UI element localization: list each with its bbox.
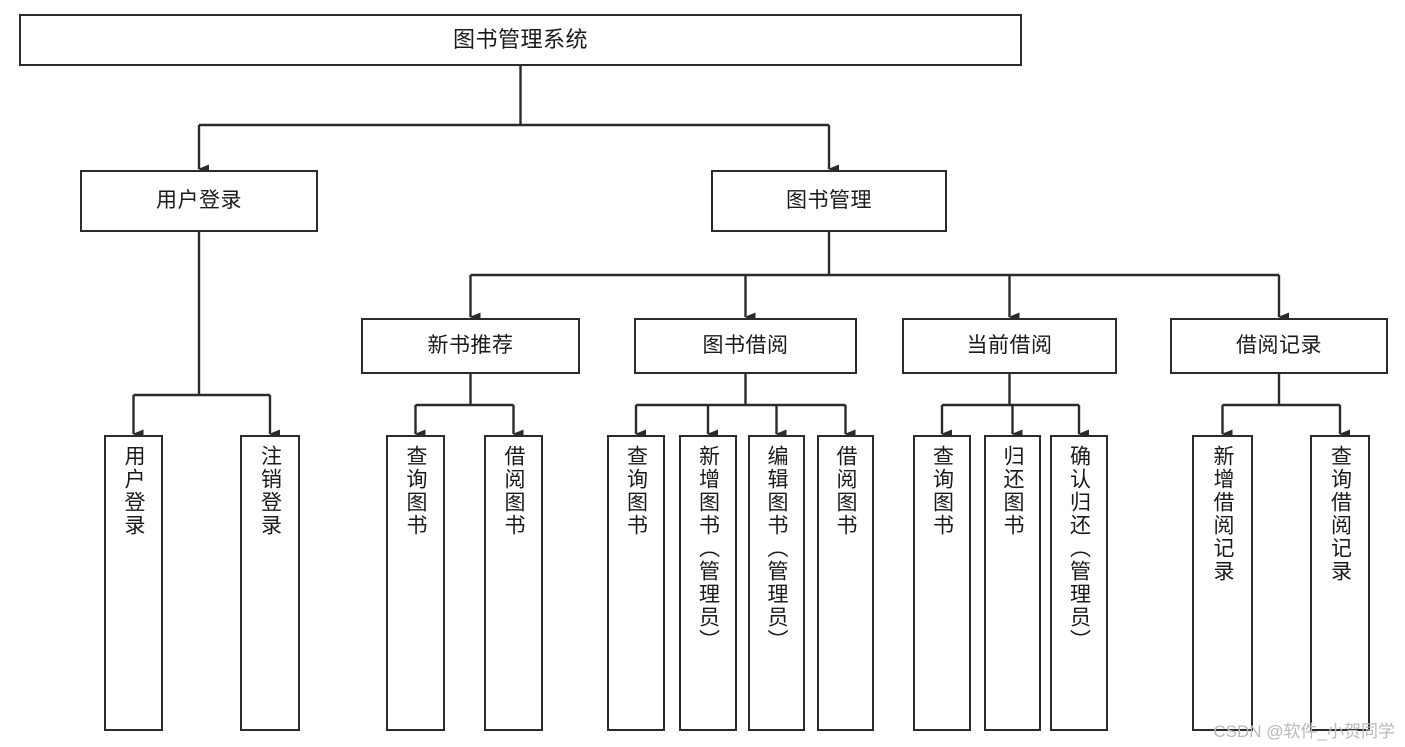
node-leaf_confirm[interactable]: 确认归还（管理员） [1050,435,1108,731]
node-leaf_query_rec[interactable]: 查询借阅记录 [1310,435,1370,731]
node-label: 图书管理系统 [452,27,588,53]
node-label: 借阅图书 [502,445,526,537]
node-current_borrow[interactable]: 当前借阅 [902,318,1117,374]
node-leaf_add_book[interactable]: 新增图书（管理员） [679,435,737,731]
node-label: 新增借阅记录 [1211,445,1235,583]
node-book_borrow[interactable]: 图书借阅 [634,318,857,374]
node-leaf_borrow_b2[interactable]: 借阅图书 [817,435,874,731]
node-leaf_logout[interactable]: 注销登录 [240,435,300,731]
watermark-text: CSDN @软件_小贺同学 [1213,722,1395,741]
node-label: 查询借阅记录 [1328,445,1352,583]
node-new_book_rec[interactable]: 新书推荐 [361,318,580,374]
node-root[interactable]: 图书管理系统 [19,14,1022,66]
node-leaf_return[interactable]: 归还图书 [984,435,1041,731]
node-label: 注销登录 [258,445,282,537]
node-label: 借阅记录 [1236,333,1322,357]
node-label: 确认归还（管理员） [1067,445,1091,652]
node-label: 归还图书 [1001,445,1025,537]
node-label: 当前借阅 [966,333,1053,357]
node-borrow_record[interactable]: 借阅记录 [1170,318,1388,374]
node-label: 查询图书 [404,445,428,537]
node-leaf_add_rec[interactable]: 新增借阅记录 [1192,435,1253,731]
node-label: 新增图书（管理员） [696,445,720,652]
node-leaf_query_b1[interactable]: 查询图书 [386,435,445,731]
node-label: 用户登录 [122,445,146,537]
node-label: 图书借阅 [702,333,789,357]
node-leaf_query_b2[interactable]: 查询图书 [607,435,665,731]
node-leaf_edit_book[interactable]: 编辑图书（管理员） [748,435,805,731]
node-label: 查询图书 [624,445,648,537]
node-label: 借阅图书 [834,445,858,537]
node-leaf_borrow_b1[interactable]: 借阅图书 [484,435,543,731]
node-label: 图书管理 [786,188,872,212]
node-book_manage[interactable]: 图书管理 [711,170,947,232]
node-label: 查询图书 [930,445,954,537]
node-label: 编辑图书（管理员） [765,445,789,652]
node-leaf_user_login[interactable]: 用户登录 [104,435,163,731]
node-leaf_query_b3[interactable]: 查询图书 [913,435,971,731]
node-label: 新书推荐 [427,333,514,357]
node-user_login[interactable]: 用户登录 [80,170,318,232]
node-label: 用户登录 [156,188,242,212]
